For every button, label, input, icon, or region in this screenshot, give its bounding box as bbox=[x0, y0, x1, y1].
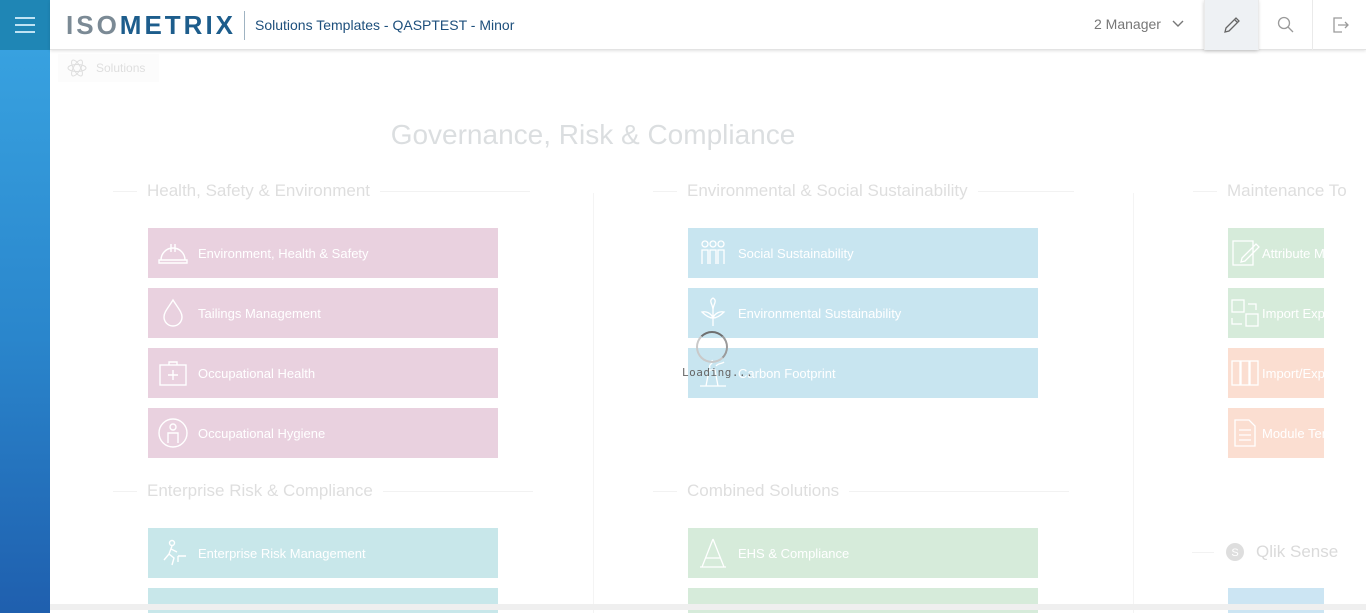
column-divider bbox=[593, 193, 594, 613]
qlik-label: Qlik Sense bbox=[1256, 542, 1339, 561]
section-title-text: Environmental & Social Sustainability bbox=[687, 181, 968, 200]
section-rule bbox=[849, 490, 1070, 492]
section-rule bbox=[1193, 190, 1217, 192]
hamburger-icon-bar bbox=[15, 24, 35, 26]
qlik-logo-icon: S bbox=[1226, 543, 1244, 561]
breadcrumb[interactable]: Solutions bbox=[58, 54, 160, 82]
horizontal-scrollbar[interactable] bbox=[50, 604, 1366, 610]
search-icon bbox=[1277, 16, 1293, 33]
section-rule bbox=[380, 190, 531, 192]
tile-label: Module Templ bbox=[1262, 425, 1324, 441]
pencil-icon bbox=[1223, 17, 1240, 33]
factory-smoke-icon bbox=[688, 348, 738, 398]
plant-leaf-icon bbox=[688, 288, 738, 338]
tile-carbon-footprint[interactable]: Carbon Footprint bbox=[688, 348, 1038, 398]
section-rule bbox=[653, 490, 677, 492]
section-rule bbox=[1192, 551, 1214, 553]
tile-attribute-map[interactable]: Attribute Map bbox=[1228, 228, 1324, 278]
tile-label: Carbon Footprint bbox=[738, 365, 836, 381]
logo-iso: ISO bbox=[66, 9, 120, 40]
tile-label: Environmental Sustainability bbox=[738, 305, 902, 321]
svg-text:S: S bbox=[1231, 547, 1238, 559]
first-aid-kit-icon bbox=[148, 348, 198, 398]
section-rule bbox=[382, 490, 533, 492]
atom-icon bbox=[67, 59, 87, 77]
logout-icon bbox=[1332, 17, 1349, 33]
person-circle-icon bbox=[148, 408, 198, 458]
column-divider bbox=[1133, 193, 1134, 613]
tile-occupational-hygiene[interactable]: Occupational Hygiene bbox=[148, 408, 498, 458]
running-person-icon bbox=[148, 528, 198, 578]
hamburger-icon-bar bbox=[15, 31, 35, 33]
section-rule bbox=[977, 190, 1074, 192]
binders-icon bbox=[1228, 348, 1262, 398]
left-rail bbox=[0, 0, 50, 613]
tile-label: Tailings Management bbox=[198, 305, 321, 321]
loading-indicator: Loading... bbox=[682, 331, 754, 379]
section-title-erc: Enterprise Risk & Compliance bbox=[113, 481, 533, 501]
hard-hat-icon bbox=[148, 228, 198, 278]
section-title-text: Maintenance To bbox=[1227, 181, 1347, 200]
section-title-ess: Environmental & Social Sustainability bbox=[653, 181, 1074, 201]
section-title-text: Health, Safety & Environment bbox=[147, 181, 371, 200]
tile-label: Environment, Health & Safety bbox=[198, 245, 369, 261]
user-role-select[interactable]: 2 Manager bbox=[1094, 16, 1185, 32]
tile-import-export[interactable]: Import Export bbox=[1228, 288, 1324, 338]
section-title-hse: Health, Safety & Environment bbox=[113, 181, 531, 201]
tile-environmental-sustainability[interactable]: Environmental Sustainability bbox=[688, 288, 1038, 338]
tile-label: Import/Export bbox=[1262, 365, 1324, 381]
section-title-maintenance: Maintenance To bbox=[1193, 181, 1347, 201]
edit-button[interactable] bbox=[1204, 0, 1258, 50]
tile-social-sustainability[interactable]: Social Sustainability bbox=[688, 228, 1038, 278]
tile-label: Occupational Health bbox=[198, 365, 316, 381]
logo-metrix: METRIX bbox=[119, 9, 237, 40]
hamburger-menu-button[interactable] bbox=[0, 0, 50, 50]
main-heading: Governance, Risk & Compliance bbox=[390, 119, 796, 150]
tile-occupational-health[interactable]: Occupational Health bbox=[148, 348, 498, 398]
tile-enterprise-risk-management[interactable]: Enterprise Risk Management bbox=[148, 528, 498, 578]
tile-ehs-compliance[interactable]: EHS & Compliance bbox=[688, 528, 1038, 578]
section-rule bbox=[113, 490, 137, 492]
tile-import-export-2[interactable]: Import/Export bbox=[1228, 348, 1324, 398]
tile-label: Attribute Map bbox=[1262, 245, 1324, 261]
tile-label: Import Export bbox=[1262, 305, 1324, 321]
tile-tailings-management[interactable]: Tailings Management bbox=[148, 288, 498, 338]
section-title-qlik: S Qlik Sense bbox=[1192, 541, 1338, 563]
document-icon bbox=[1228, 408, 1262, 458]
loading-spinner bbox=[696, 331, 728, 363]
import-export-icon bbox=[1228, 288, 1262, 338]
breadcrumb-label: Solutions bbox=[96, 61, 146, 75]
edit-form-icon bbox=[1228, 228, 1262, 278]
tile-environment-health-safety[interactable]: Environment, Health & Safety bbox=[148, 228, 498, 278]
tile-label: Social Sustainability bbox=[738, 245, 854, 261]
logo-divider bbox=[244, 11, 245, 40]
tile-label: Occupational Hygiene bbox=[198, 425, 326, 441]
section-rule bbox=[113, 190, 137, 192]
section-rule bbox=[653, 190, 677, 192]
loading-text: Loading... bbox=[682, 366, 754, 379]
user-role-label: 2 Manager bbox=[1094, 16, 1161, 32]
chevron-down-icon bbox=[1172, 20, 1184, 27]
section-title-text: Combined Solutions bbox=[687, 481, 840, 500]
search-button[interactable] bbox=[1258, 0, 1312, 50]
people-group-icon bbox=[688, 228, 738, 278]
section-title-text: Enterprise Risk & Compliance bbox=[147, 481, 373, 500]
section-title-combined: Combined Solutions bbox=[653, 481, 1070, 501]
hamburger-icon-bar bbox=[15, 17, 35, 19]
page-title: Solutions Templates - QASPTEST - Minor bbox=[255, 17, 515, 33]
compass-icon bbox=[688, 528, 738, 578]
water-drop-icon bbox=[148, 288, 198, 338]
solutions-content: Solutions Governance, Risk & Compliance … bbox=[50, 51, 1366, 613]
tile-label: EHS & Compliance bbox=[738, 545, 850, 561]
tile-module-templates[interactable]: Module Templ bbox=[1228, 408, 1324, 458]
tile-label: Enterprise Risk Management bbox=[198, 545, 366, 561]
logout-button[interactable] bbox=[1312, 0, 1366, 50]
